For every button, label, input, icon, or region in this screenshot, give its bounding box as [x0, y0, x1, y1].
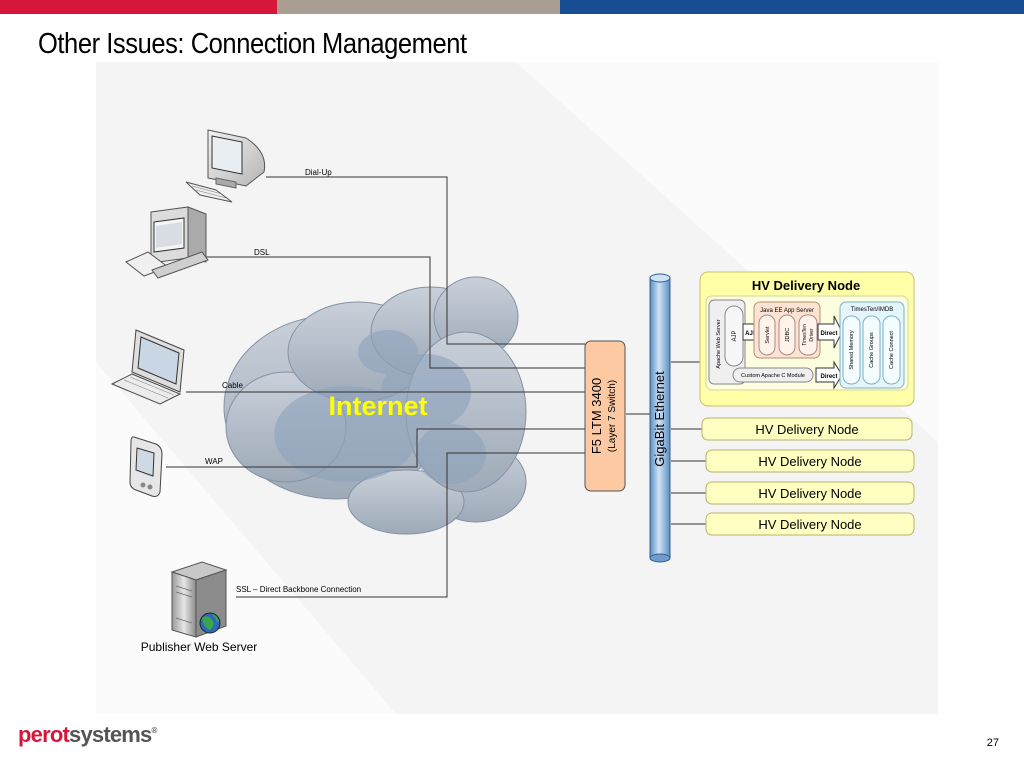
ssl-line — [236, 452, 585, 598]
header-bar-tan — [277, 0, 560, 14]
header-bar-blue — [560, 0, 1024, 14]
ajp-arrow-label: AJP — [745, 331, 757, 337]
servlet-pill — [758, 314, 776, 356]
backbone-label: GigaBit Ethernet — [652, 371, 667, 467]
cable-label: Cable — [222, 381, 243, 390]
custom-module-label: Custom Apache C Module — [741, 373, 805, 379]
delivery-node-1 — [701, 417, 913, 441]
jdbc-label: JDBC — [785, 328, 791, 342]
switch-name: F5 LTM 3400 — [589, 378, 604, 454]
dialup-line — [266, 176, 585, 345]
main-delivery-node: HV Delivery Node Apache Web Server AJP A… — [699, 271, 915, 407]
servlet-label: Servlet — [765, 326, 771, 344]
timesten-driver-pill — [798, 314, 818, 356]
cache-groups-label: Cache Groups — [869, 332, 875, 368]
cache-connect-label: Cache Connect — [889, 331, 895, 369]
delivery-node-3 — [705, 481, 915, 505]
driver-label-line1: TimesTen — [802, 324, 808, 346]
header-bar-red — [0, 0, 277, 14]
globe-icon — [199, 612, 221, 634]
delivery-node-2 — [705, 449, 915, 473]
apache-label: Apache Web Server — [716, 319, 722, 368]
wap-line — [166, 428, 585, 468]
ajp-inner-label: AJP — [732, 330, 738, 341]
custom-module-box — [732, 367, 814, 383]
dialup-label: Dial-Up — [305, 168, 332, 177]
delivery-node-4 — [705, 512, 915, 536]
logo-part2: systems — [69, 722, 152, 747]
internet-label: Internet — [328, 391, 427, 421]
page-number: 27 — [986, 737, 999, 749]
direct-arrow-2-label: Direct — [820, 374, 837, 380]
logo-mark: ® — [151, 726, 157, 735]
timesten-label: TimesTen/IMDB — [851, 307, 893, 313]
main-node-title: HV Delivery Node — [752, 278, 860, 293]
logo-part1: perot — [18, 722, 70, 747]
crt-computer-icon — [185, 129, 266, 203]
desktop-pc-icon — [125, 206, 209, 279]
direct-arrow-2 — [815, 360, 843, 390]
network-diagram: Internet Dial-Up DSL Cable WAP SSL – Dir… — [96, 62, 938, 714]
f5-switch-box — [584, 340, 626, 492]
jdbc-pill — [778, 314, 796, 356]
delivery-node-2-label: HV Delivery Node — [758, 454, 861, 469]
gigabit-ethernet-backbone — [649, 273, 671, 563]
direct-arrow-1-label: Direct — [820, 331, 837, 337]
delivery-node-1-label: HV Delivery Node — [755, 422, 858, 437]
laptop-icon — [110, 329, 185, 405]
javaee-label: Java EE App Server — [760, 308, 814, 314]
shared-memory-pill — [842, 315, 861, 385]
switch-subtitle: (Layer 7 Switch) — [607, 380, 618, 452]
ssl-label: SSL – Direct Backbone Connection — [236, 585, 361, 594]
perot-systems-logo: perotsystems® — [18, 722, 157, 748]
direct-arrow-1 — [817, 315, 843, 349]
driver-label-line2: Driver — [809, 328, 815, 342]
background-shape — [96, 362, 396, 714]
publisher-label: Publisher Web Server — [141, 640, 258, 654]
wap-label: WAP — [205, 457, 223, 466]
diagram-panel: Internet Dial-Up DSL Cable WAP SSL – Dir… — [96, 62, 938, 714]
shared-memory-label: Shared Memory — [849, 330, 855, 369]
delivery-node-4-label: HV Delivery Node — [758, 517, 861, 532]
cache-connect-pill — [882, 315, 901, 385]
delivery-node-3-label: HV Delivery Node — [758, 486, 861, 501]
dsl-line — [206, 256, 585, 369]
cache-groups-pill — [862, 315, 881, 385]
dsl-label: DSL — [254, 248, 270, 257]
pda-icon — [129, 436, 163, 497]
slide-title: Other Issues: Connection Management — [38, 28, 467, 60]
